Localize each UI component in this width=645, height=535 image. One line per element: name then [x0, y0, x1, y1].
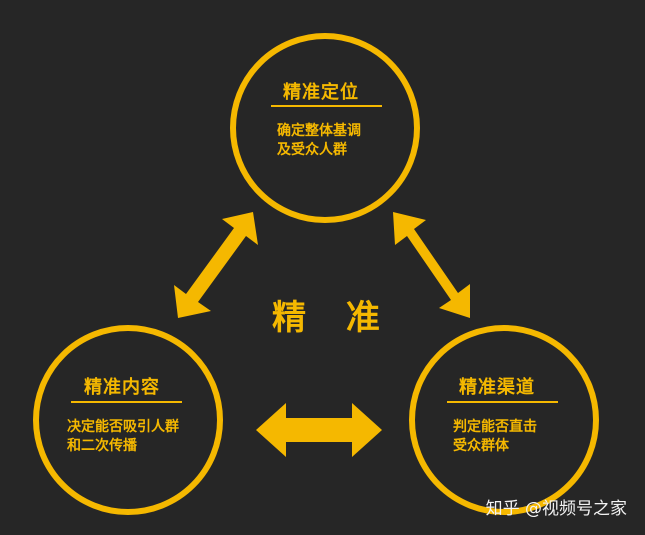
arrow-top-right-shape — [393, 212, 470, 318]
node-right-desc-line1: 判定能否直击 — [453, 419, 537, 435]
node-top-title: 精准定位 — [283, 82, 359, 103]
center-label: 精 准 — [272, 298, 394, 338]
node-right-rule — [447, 401, 558, 403]
node-left-circle — [33, 325, 223, 515]
arrow-top-left-shape — [174, 212, 258, 318]
node-right-desc-line2: 受众群体 — [453, 438, 509, 454]
node-top-desc-line2: 及受众人群 — [277, 142, 347, 158]
node-right-circle — [409, 325, 599, 515]
arrow-left-right-shape — [256, 403, 382, 457]
node-left-title: 精准内容 — [84, 377, 160, 398]
node-top-rule — [271, 105, 382, 107]
node-left-desc-line1: 决定能否吸引人群 — [67, 419, 179, 435]
watermark-text: 知乎 @视频号之家 — [485, 499, 627, 519]
node-left-rule — [71, 401, 182, 403]
node-left-desc-line2: 和二次传播 — [67, 438, 137, 454]
node-top-desc-line1: 确定整体基调 — [277, 123, 361, 139]
node-right-title: 精准渠道 — [459, 377, 535, 398]
node-top-circle — [230, 33, 420, 223]
